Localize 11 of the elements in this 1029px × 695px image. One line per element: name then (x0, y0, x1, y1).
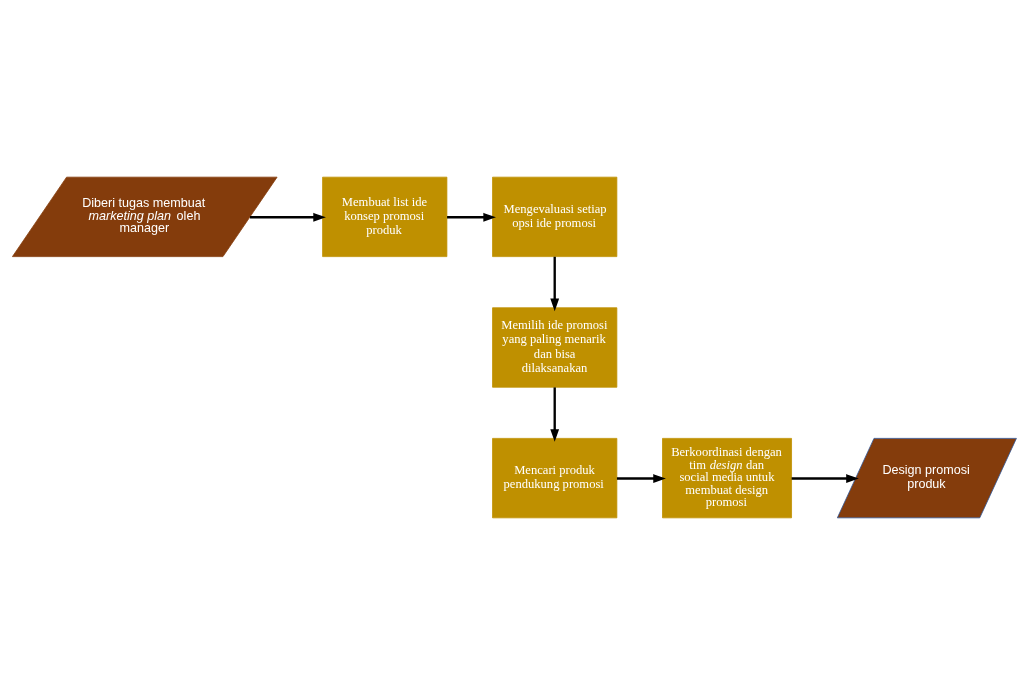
arrow (447, 212, 496, 222)
node-box: Berkoordinasi dengan tim design dan social media untuk membuat design promosi (662, 438, 792, 519)
node-box: Membuat list ide konsep promosi produk (322, 176, 448, 257)
node-box: Memilih ide promosi yang paling menarik dan bisa dilaksanakan (492, 307, 618, 388)
arrow (616, 474, 666, 483)
arrow (791, 474, 859, 483)
node-box: Mengevaluasi setiap opsi ide promosi (492, 176, 618, 257)
arrow (550, 387, 560, 442)
node-box: Mencari produk pendukung promosi (492, 438, 618, 519)
arrow (250, 212, 326, 222)
arrow (550, 256, 560, 312)
